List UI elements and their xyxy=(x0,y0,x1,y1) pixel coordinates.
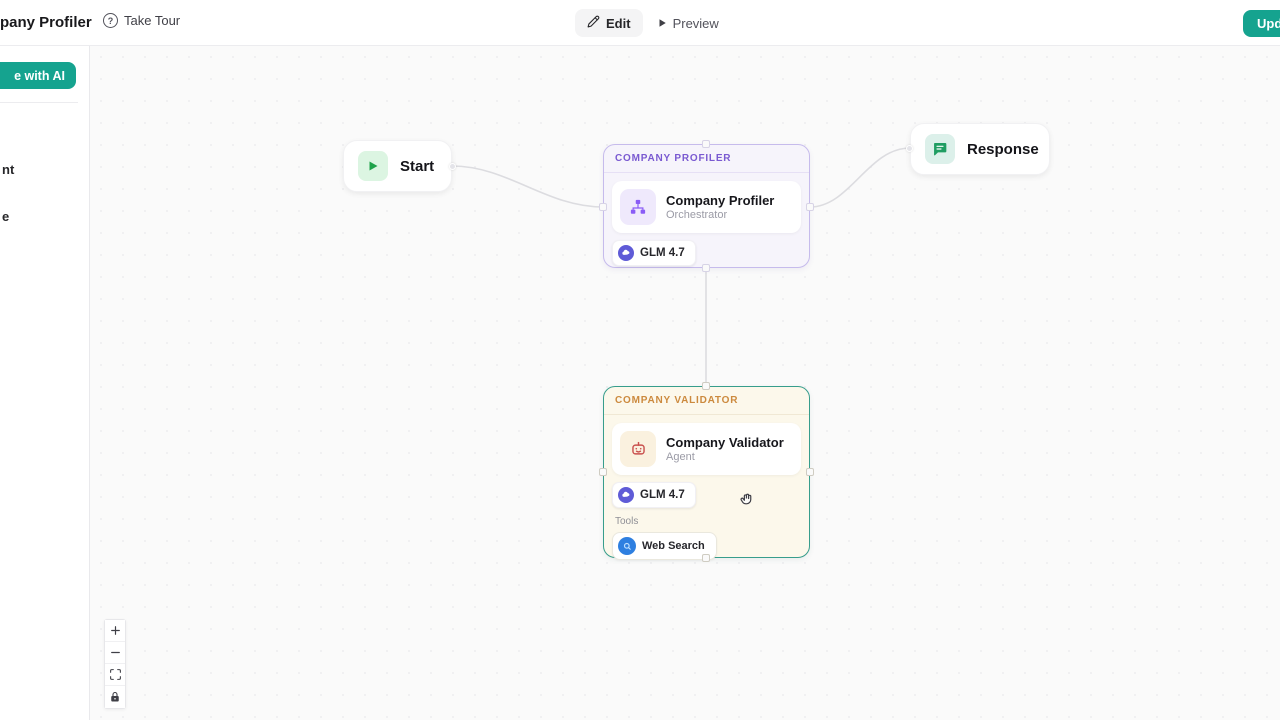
generate-with-ai-button[interactable]: e with AI xyxy=(0,62,76,89)
mode-switcher: Edit Preview xyxy=(575,9,719,37)
tools-section-label: Tools xyxy=(615,516,639,527)
take-tour-label: Take Tour xyxy=(124,13,181,28)
play-icon xyxy=(657,16,667,31)
web-search-label: Web Search xyxy=(642,540,705,552)
validator-agent-card[interactable]: Company Validator Agent xyxy=(612,423,801,475)
profiler-agent-card[interactable]: Company Profiler Orchestrator xyxy=(612,181,801,233)
app-title: pany Profiler xyxy=(0,14,92,31)
edit-label: Edit xyxy=(606,15,631,31)
start-output-handle[interactable] xyxy=(449,163,456,170)
profiler-model-badge[interactable]: GLM 4.7 xyxy=(612,240,696,266)
validator-card-subtitle: Agent xyxy=(666,451,695,464)
response-node[interactable]: Response xyxy=(910,123,1050,175)
validator-top-handle[interactable] xyxy=(702,382,710,390)
zoom-out-button[interactable] xyxy=(105,642,125,664)
profiler-left-handle[interactable] xyxy=(599,203,607,211)
profiler-card-title: Company Profiler xyxy=(666,192,775,208)
profiler-group-header: COMPANY PROFILER xyxy=(604,145,809,173)
response-input-handle[interactable] xyxy=(906,145,913,152)
fit-view-button[interactable] xyxy=(105,664,125,686)
update-button[interactable]: Update xyxy=(1243,10,1280,37)
preview-mode-button[interactable]: Preview xyxy=(657,16,719,31)
response-chat-icon xyxy=(925,134,955,164)
sidebar-item-truncated-1[interactable]: nt xyxy=(2,162,15,177)
question-icon: ? xyxy=(103,13,118,28)
glm-model-icon xyxy=(618,245,634,261)
start-node[interactable]: Start xyxy=(343,140,452,192)
profiler-model-label: GLM 4.7 xyxy=(640,247,685,259)
profiler-card-subtitle: Orchestrator xyxy=(666,209,728,222)
web-search-icon xyxy=(618,537,636,555)
preview-label: Preview xyxy=(672,15,719,31)
validator-left-handle[interactable] xyxy=(599,468,607,476)
validator-bottom-handle[interactable] xyxy=(702,554,710,562)
profiler-right-handle[interactable] xyxy=(806,203,814,211)
validator-group-header: COMPANY VALIDATOR xyxy=(604,387,809,415)
zoom-in-button[interactable] xyxy=(105,620,125,642)
glm-model-icon xyxy=(618,487,634,503)
start-node-label: Start xyxy=(400,157,435,175)
sidebar-divider xyxy=(0,102,78,103)
edit-mode-button[interactable]: Edit xyxy=(575,9,643,37)
take-tour-button[interactable]: ? Take Tour xyxy=(103,13,180,28)
company-profiler-group-node[interactable]: COMPANY PROFILER Company Profiler Orches… xyxy=(603,144,810,268)
validator-model-label: GLM 4.7 xyxy=(640,489,685,501)
left-sidebar: e with AI nt e xyxy=(0,46,90,720)
profiler-top-handle[interactable] xyxy=(702,140,710,148)
top-bar: pany Profiler ? Take Tour Edit Preview U… xyxy=(0,0,1280,46)
web-search-tool-badge[interactable]: Web Search xyxy=(612,532,717,560)
response-node-label: Response xyxy=(967,140,1039,158)
profiler-bottom-handle[interactable] xyxy=(702,264,710,272)
agent-robot-icon xyxy=(620,431,656,467)
validator-card-title: Company Validator xyxy=(666,434,784,450)
lock-button[interactable] xyxy=(105,686,125,708)
orchestrator-sitemap-icon xyxy=(620,189,656,225)
pencil-icon xyxy=(587,15,600,31)
start-play-icon xyxy=(358,151,388,181)
company-validator-group-node[interactable]: COMPANY VALIDATOR Company Validator Agen… xyxy=(603,386,810,560)
validator-model-badge[interactable]: GLM 4.7 xyxy=(612,482,696,508)
canvas-controls xyxy=(104,619,126,709)
validator-right-handle[interactable] xyxy=(806,468,814,476)
sidebar-item-truncated-2[interactable]: e xyxy=(2,209,10,224)
